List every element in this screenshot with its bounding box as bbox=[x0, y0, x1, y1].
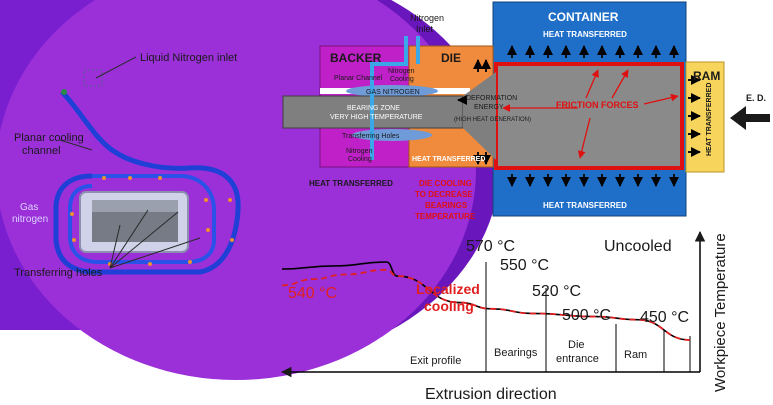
friction-forces-label: FRICTION FORCES bbox=[556, 100, 639, 110]
nitrogen-cooling-bottom-2: Cooling bbox=[348, 156, 372, 163]
heat-transferred-left: HEAT TRANSFERRED bbox=[309, 179, 393, 188]
nitrogen-inlet-label-1: Nitrogen bbox=[410, 13, 444, 23]
bearing-zone-label-2: VERY HIGH TEMPERATURE bbox=[330, 114, 423, 121]
callout-transferring-holes bbox=[109, 209, 201, 269]
nitrogen-cooling-top-2: Cooling bbox=[390, 76, 414, 83]
container-bottom-arrows bbox=[507, 174, 679, 187]
friction-arrows bbox=[502, 69, 679, 159]
container-heat-bottom: HEAT TRANSFERRED bbox=[543, 201, 627, 210]
gas-nitrogen-label: GAS NITROGEN bbox=[366, 89, 420, 96]
ed-label: E. D. bbox=[746, 93, 766, 103]
die-aperture-top bbox=[92, 200, 178, 212]
deformation-label-3: (HIGH HEAT GENERATION) bbox=[454, 117, 531, 123]
callout-nitrogen-inlet bbox=[95, 56, 137, 79]
label-liquid-nitrogen-inlet: Liquid Nitrogen inlet bbox=[140, 52, 237, 64]
callout-planar-channel bbox=[59, 139, 93, 151]
planar-channel-label: Planar Channel bbox=[334, 75, 383, 82]
annotation-520: 520 °C bbox=[532, 283, 581, 300]
nitrogen-pipe bbox=[370, 36, 408, 160]
ram-label: RAM bbox=[693, 69, 720, 83]
label-transferring-holes: Transferring holes bbox=[14, 267, 103, 279]
temperature-chart: Exit profile Bearings Die entrance Ram 5… bbox=[280, 230, 729, 403]
container-top-arrows bbox=[507, 45, 679, 58]
annotation-450: 450 °C bbox=[640, 309, 689, 326]
label-gas-nitrogen-2: nitrogen bbox=[12, 214, 48, 225]
container-label: CONTAINER bbox=[548, 10, 619, 24]
annotation-500: 500 °C bbox=[562, 307, 611, 324]
zone-label-ram: Ram bbox=[624, 349, 647, 361]
die-cooling-2: TO DECREASE bbox=[415, 190, 473, 199]
nitrogen-cooling-top-1: Nitrogen bbox=[388, 68, 415, 75]
label-planar-cooling-1: Planar cooling bbox=[14, 132, 84, 144]
die-heat-label: HEAT TRANSFERRED bbox=[412, 156, 485, 163]
deformation-label-1: DEFORMATION bbox=[466, 95, 517, 102]
die-cooling-4: TEMPERATURE bbox=[415, 212, 476, 221]
zone-dividers bbox=[485, 262, 691, 372]
annotation-uncooled: Uncooled bbox=[604, 238, 672, 255]
y-axis-label: Workpiece Temperature bbox=[712, 233, 729, 392]
die-cooling-3: BEARINGS bbox=[425, 201, 468, 210]
inlet-box-icon bbox=[83, 69, 103, 87]
transferring-holes-label: Transferring Holes bbox=[342, 133, 400, 140]
nitrogen-inlet-label-2: Inlet bbox=[416, 24, 434, 34]
zone-label-exit-profile: Exit profile bbox=[410, 355, 461, 367]
label-planar-cooling-2: channel bbox=[22, 145, 61, 157]
ram-arrows bbox=[688, 75, 701, 157]
container-heat-top: HEAT TRANSFERRED bbox=[543, 30, 627, 39]
extrusion-schematic: BACKER DIE Nitrogen Inlet CONTAINER HEAT… bbox=[282, 1, 770, 221]
ed-arrow-icon bbox=[730, 106, 770, 130]
nitrogen-cooling-bottom-1: Nitrogen bbox=[346, 148, 373, 155]
annotation-cooling: cooling bbox=[424, 298, 474, 314]
planar-cooling-channel bbox=[53, 90, 241, 275]
deformation-label-2: ENERGY bbox=[474, 104, 504, 111]
x-axis-label: Extrusion direction bbox=[425, 386, 557, 403]
die-cooling-1: DIE COOLING bbox=[419, 179, 472, 188]
billet bbox=[494, 62, 684, 170]
annotation-540: 540 °C bbox=[288, 285, 337, 302]
ram-heat-label: HEAT TRANSFERRED bbox=[706, 83, 713, 156]
bearing-zone-label-1: BEARING ZONE bbox=[347, 105, 400, 112]
zone-label-die-2: entrance bbox=[556, 353, 599, 365]
label-gas-nitrogen-1: Gas bbox=[20, 202, 38, 213]
series-layer bbox=[281, 261, 691, 341]
gas-nitrogen-ellipse bbox=[346, 85, 438, 97]
transferring-hole-dots bbox=[70, 176, 234, 266]
zone-label-die-1: Die bbox=[568, 339, 585, 351]
inlet-point bbox=[61, 89, 67, 95]
die-arrows bbox=[457, 59, 491, 165]
annotation-550: 550 °C bbox=[500, 257, 549, 274]
backer-label: BACKER bbox=[330, 51, 382, 65]
deformation-zone bbox=[463, 72, 496, 160]
die-label: DIE bbox=[441, 51, 461, 65]
annotation-localized: Localized bbox=[416, 281, 480, 297]
zone-label-bearings: Bearings bbox=[494, 347, 538, 359]
annotation-570: 570 °C bbox=[466, 238, 515, 255]
series-line-cooled bbox=[281, 268, 691, 341]
